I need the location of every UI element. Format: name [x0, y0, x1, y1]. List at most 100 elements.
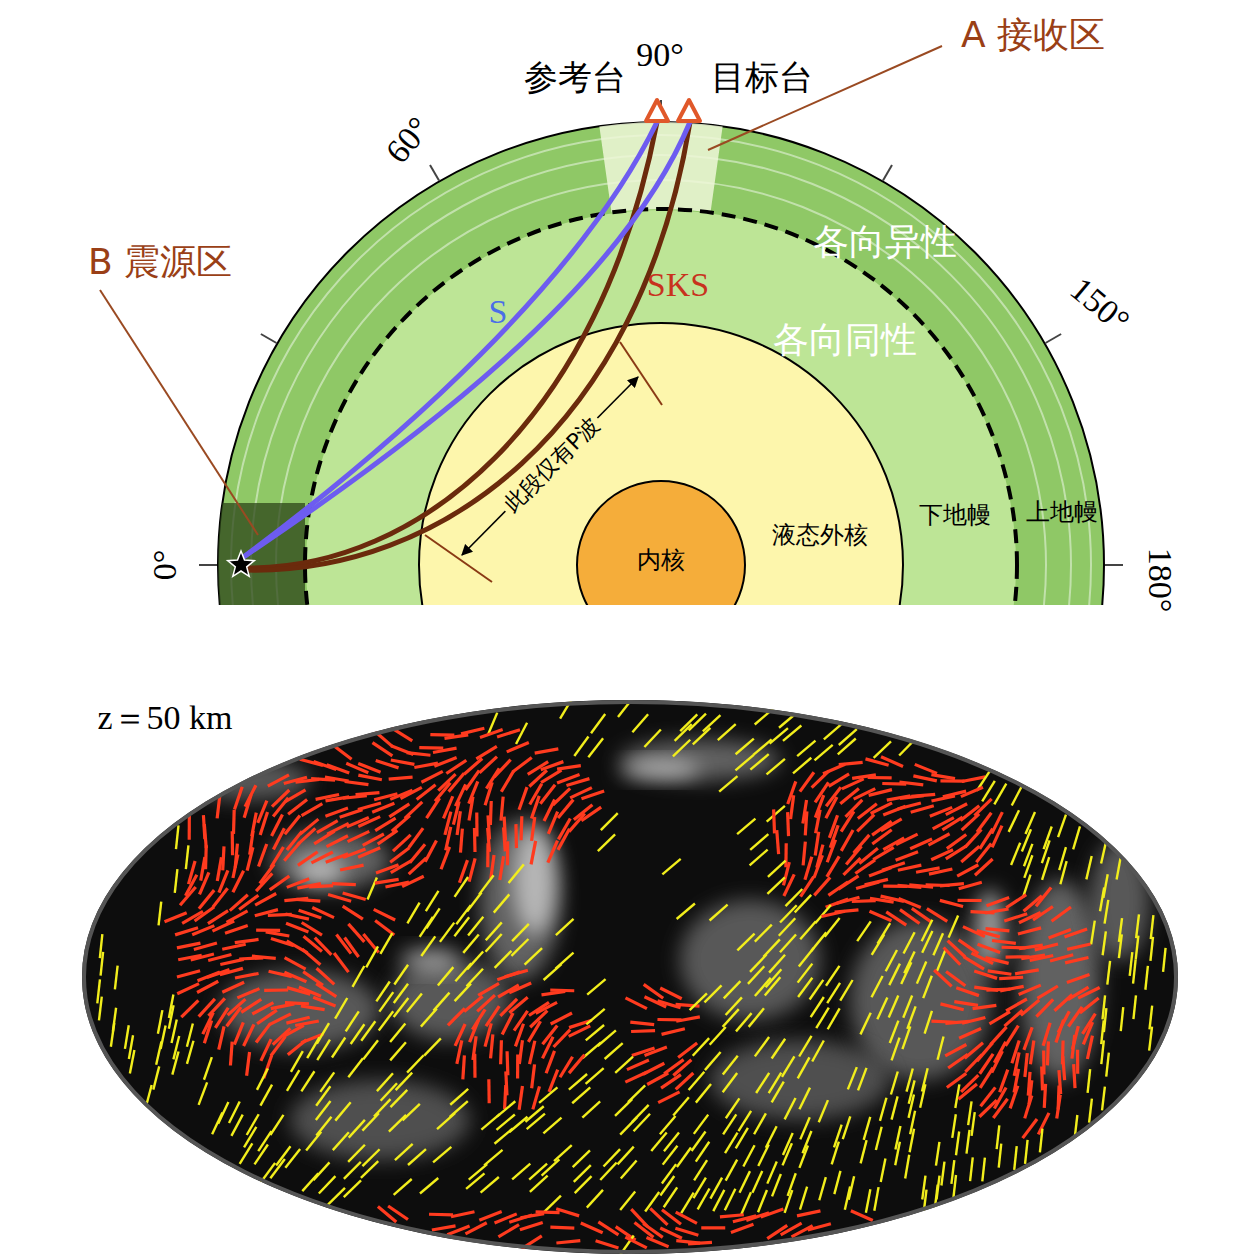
fast-axis-bar — [1067, 944, 1090, 949]
fast-axis-bar — [902, 1026, 910, 1049]
fast-axis-bar — [892, 1096, 898, 1119]
fast-axis-bar — [620, 1191, 635, 1210]
fast-axis-bar — [465, 1223, 486, 1234]
fast-axis-bar — [892, 1038, 900, 1061]
fast-axis-bar — [800, 1187, 807, 1210]
fast-axis-bar — [512, 1164, 530, 1180]
fast-axis-bar — [676, 1017, 700, 1021]
fast-axis-bar — [1038, 1113, 1049, 1134]
fast-axis-bar — [798, 978, 812, 997]
fast-axis-bar — [977, 813, 991, 832]
fast-axis-bar — [556, 1209, 579, 1216]
fast-axis-bar — [782, 1056, 794, 1077]
fast-axis-bar — [816, 810, 821, 834]
fast-axis-bar — [1117, 856, 1121, 880]
fast-axis-bar — [349, 1120, 365, 1138]
inner-core-disk-fill — [577, 481, 745, 605]
fast-axis-bar — [660, 988, 682, 999]
fast-axis-bar — [1133, 960, 1136, 984]
fast-axis-bar — [899, 782, 923, 785]
layer-name: 下地幔 — [919, 502, 991, 528]
fast-axis-bar — [270, 876, 290, 890]
fast-axis-bar — [181, 1000, 198, 1017]
fast-axis-bar — [348, 831, 370, 841]
fast-axis-bar — [677, 904, 695, 919]
fast-axis-bar — [1056, 1020, 1064, 1043]
fast-axis-bar — [860, 1013, 870, 1035]
region-label: B 震源区 — [88, 242, 232, 282]
fast-axis-bar — [808, 1224, 831, 1230]
fast-axis-bar — [925, 1011, 932, 1034]
fast-axis-bar — [877, 997, 887, 1019]
fast-axis-bar — [923, 976, 932, 998]
fast-axis-bar — [779, 918, 795, 935]
station-triangle — [646, 100, 668, 121]
fast-axis-bar — [1015, 970, 1039, 974]
fast-axis-bar — [953, 1175, 956, 1199]
fast-axis-bar — [525, 1106, 543, 1121]
fast-axis-bar — [586, 1009, 604, 1024]
fast-axis-bar — [172, 1051, 178, 1074]
fast-axis-bar — [557, 766, 581, 769]
fast-axis-bar — [929, 869, 952, 874]
fast-axis-bar — [1078, 988, 1100, 999]
station-label: 目标台 — [711, 59, 813, 96]
fast-axis-bar — [861, 1140, 867, 1163]
velocity-patch — [513, 825, 557, 935]
fast-axis-bar — [1151, 915, 1154, 939]
fast-axis-bar — [362, 1113, 378, 1130]
fast-axis-bar — [586, 1025, 604, 1040]
fast-axis-bar — [396, 1073, 413, 1090]
fast-axis-bar — [427, 798, 440, 818]
fast-axis-bar — [204, 1020, 211, 1043]
fast-axis-bar — [673, 1060, 691, 1076]
fast-axis-bar — [811, 997, 824, 1017]
leader-line — [100, 290, 258, 535]
fast-axis-bar — [348, 924, 364, 942]
fast-axis-bar — [954, 1002, 978, 1006]
fast-axis-bar — [1073, 826, 1080, 849]
fast-axis-bar — [1076, 1050, 1079, 1074]
fast-axis-bar — [235, 973, 259, 978]
fast-axis-bar — [1006, 895, 1026, 908]
fast-axis-bar — [1009, 810, 1019, 832]
velocity-patch — [480, 820, 560, 980]
fast-axis-bar — [1004, 1010, 1022, 1026]
fast-axis-bar — [755, 1037, 769, 1056]
fast-axis-bar — [898, 803, 921, 809]
fast-axis-bar — [736, 1128, 748, 1149]
fast-axis-bar — [896, 852, 918, 860]
fast-axis-bar — [701, 1226, 725, 1229]
fast-axis-bar — [504, 827, 506, 851]
fast-axis-bar — [509, 983, 531, 993]
velocity-patch — [390, 960, 510, 1040]
fast-axis-bar — [491, 1034, 493, 1058]
fast-axis-bar — [1119, 934, 1122, 958]
map-rim — [84, 702, 1176, 1252]
fast-axis-bar — [438, 967, 453, 985]
fast-axis-bar — [827, 856, 839, 877]
fast-axis-bar — [271, 1037, 285, 1056]
fast-axis-bar — [737, 934, 754, 951]
fast-axis-bar — [258, 844, 266, 867]
fast-axis-bar — [1088, 1069, 1091, 1093]
fast-axis-bar — [314, 831, 334, 844]
fast-axis-bar — [1014, 1146, 1017, 1170]
fast-axis-bar — [756, 1073, 769, 1093]
fast-axis-bar — [343, 893, 366, 900]
fast-axis-bar — [748, 966, 764, 984]
fast-axis-bar — [432, 1226, 456, 1230]
fast-axis-bar — [220, 968, 243, 974]
fast-axis-bar — [1040, 1066, 1044, 1090]
fast-axis-bar — [1086, 856, 1091, 879]
fast-axis-bar — [213, 888, 228, 907]
fast-axis-bar — [591, 714, 605, 733]
fast-axis-bar — [455, 877, 468, 897]
fast-axis-bar — [544, 964, 562, 980]
fast-axis-bar — [1150, 937, 1153, 961]
tick — [261, 334, 277, 343]
velocity-patch — [620, 760, 700, 780]
fast-axis-bar — [896, 834, 918, 845]
fast-axis-bar — [344, 1162, 361, 1179]
fast-axis-bar — [457, 811, 460, 835]
